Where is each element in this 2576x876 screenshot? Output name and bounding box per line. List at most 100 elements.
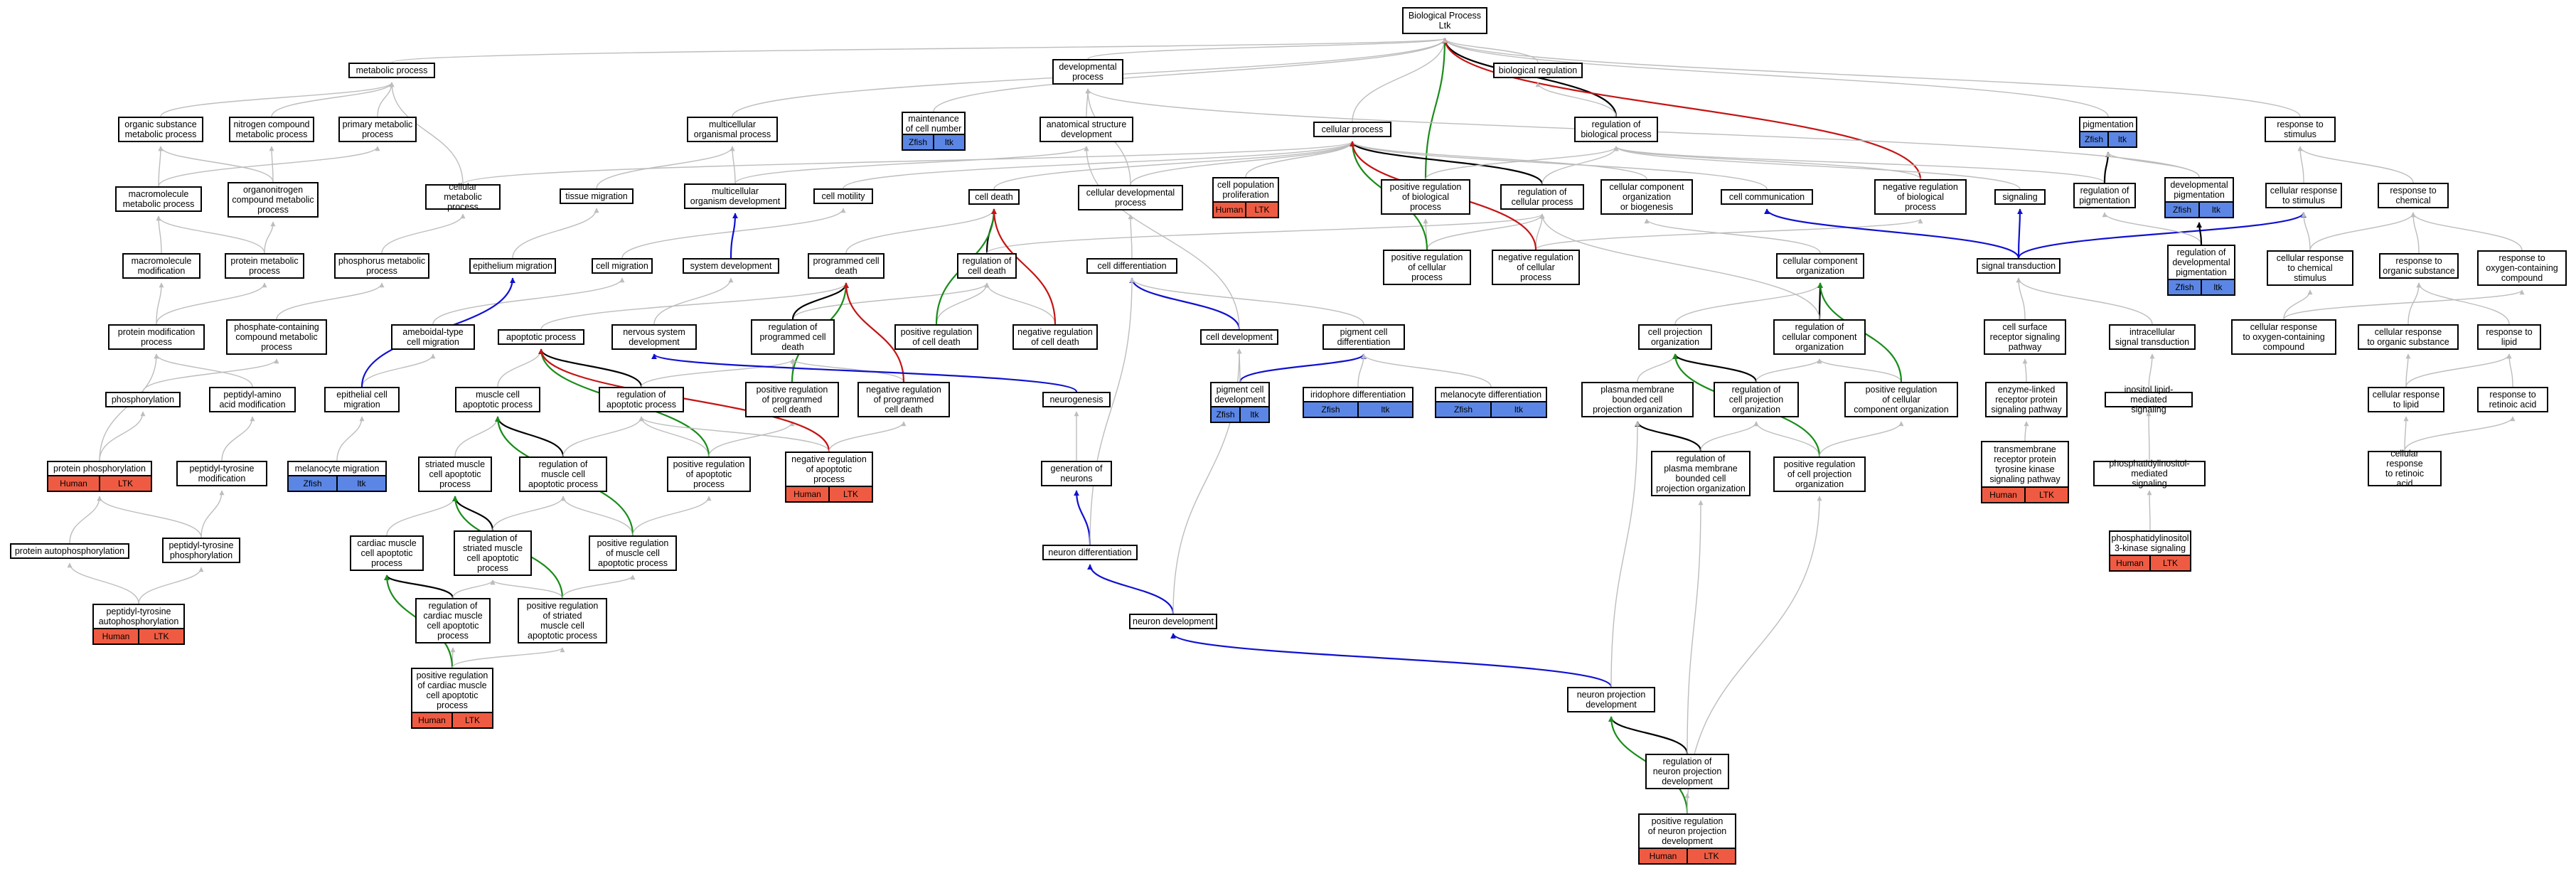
go-term-phosph[interactable]: phosphorylation [105, 392, 181, 407]
go-term-negregbio[interactable]: negative regulation of biological proces… [1874, 179, 1967, 215]
go-term-tissuemig[interactable]: tissue migration [560, 188, 634, 204]
go-term-neurogen[interactable]: neurogenesis [1042, 392, 1111, 407]
go-term-phosmet[interactable]: phosphorus metabolic process [334, 253, 429, 279]
go-term-phoscomp[interactable]: phosphate-containing compound metabolic … [226, 319, 327, 355]
go-term-neurdiff[interactable]: neuron differentiation [1042, 545, 1138, 560]
go-term-peptyrmod[interactable]: peptidyl-tyrosine modification [176, 461, 267, 486]
go-term-maint[interactable]: maintenance of cell number [902, 112, 966, 135]
go-term-pigcelldev[interactable]: pigment cell development [1210, 382, 1270, 407]
go-term-mcap[interactable]: muscle cell apoptotic process [455, 387, 540, 412]
go-term-negregpcd[interactable]: negative regulation of programmed cell d… [857, 382, 950, 417]
go-term-posregmcap[interactable]: positive regulation of muscle cell apopt… [589, 535, 677, 571]
go-term-protphos[interactable]: protein phosphorylation [47, 461, 152, 476]
go-term-posregbio[interactable]: positive regulation of biological proces… [1381, 179, 1470, 215]
go-term-pi3ksig[interactable]: phosphatidylinositol 3-kinase signaling [2109, 530, 2191, 556]
go-term-posregcell[interactable]: positive regulation of cellular process [1383, 250, 1471, 285]
go-term-respretin[interactable]: response to retinoic acid [2477, 387, 2548, 412]
go-term-cellresporg[interactable]: cellular response to organic substance [2358, 324, 2459, 350]
go-term-posregnpd[interactable]: positive regulation of neuron projection… [1638, 813, 1736, 849]
go-term-organo[interactable]: organonitrogen compound metabolic proces… [228, 182, 319, 218]
go-term-pigm[interactable]: pigmentation [2079, 117, 2137, 132]
go-term-resp[interactable]: response to stimulus [2265, 117, 2336, 142]
go-term-anat[interactable]: anatomical structure development [1040, 117, 1133, 142]
go-term-cellpop[interactable]: cell population proliferation [1212, 177, 1279, 203]
go-term-negregap[interactable]: negative regulation of apoptotic process [785, 452, 873, 487]
go-term-cellmot[interactable]: cell motility [813, 188, 873, 204]
go-term-pigcelldiff[interactable]: pigment cell differentiation [1322, 324, 1405, 350]
go-term-regpigm[interactable]: regulation of pigmentation [2073, 183, 2136, 208]
go-term-regcd[interactable]: regulation of cell death [957, 253, 1017, 279]
go-term-intrasig[interactable]: intracellular signal transduction [2109, 324, 2196, 350]
go-term-cellrespchem[interactable]: cellular response to chemical stimulus [2267, 250, 2353, 286]
go-term-cellresp[interactable]: cellular response to stimulus [2265, 183, 2342, 208]
go-term-posregccorg[interactable]: positive regulation of cellular componen… [1844, 382, 1958, 417]
go-term-peptyrphos[interactable]: peptidyl-tyrosine phosphorylation [162, 538, 240, 563]
go-term-npd[interactable]: neuron projection development [1567, 687, 1655, 712]
go-term-pmbcp[interactable]: plasma membrane bounded cell projection … [1581, 382, 1694, 417]
go-term-macro[interactable]: macromolecule metabolic process [115, 186, 202, 212]
go-term-cellmig[interactable]: cell migration [592, 258, 653, 274]
go-term-cellsurf[interactable]: cell surface receptor signaling pathway [1984, 319, 2066, 355]
go-term-bioreg[interactable]: biological regulation [1493, 63, 1583, 78]
go-term-regsmcap[interactable]: regulation of striated muscle cell apopt… [454, 530, 532, 576]
go-term-ameb[interactable]: ameboidal-type cell migration [391, 324, 475, 350]
go-term-enzlinked[interactable]: enzyme-linked receptor protein signaling… [1985, 382, 2068, 417]
go-term-cellmet[interactable]: cellular metabolic process [425, 182, 501, 212]
go-term-nervdev[interactable]: nervous system development [611, 324, 697, 350]
go-term-pcd[interactable]: programmed cell death [808, 253, 885, 279]
go-term-cellrespoxy[interactable]: cellular response to oxygen-containing c… [2231, 319, 2336, 355]
go-term-peptaa[interactable]: peptidyl-amino acid modification [209, 387, 296, 412]
go-term-regcmcap[interactable]: regulation of cardiac muscle cell apopto… [415, 598, 491, 643]
go-term-celldev[interactable]: cell development [1200, 329, 1278, 345]
go-term-devpigm[interactable]: developmental pigmentation [2164, 177, 2234, 203]
go-term-regbio[interactable]: regulation of biological process [1574, 117, 1658, 142]
go-term-neurdev[interactable]: neuron development [1129, 614, 1217, 629]
go-term-regpcd[interactable]: regulation of programmed cell death [751, 319, 835, 355]
go-term-multidev[interactable]: multicellular organism development [684, 183, 786, 209]
go-term-regmcap[interactable]: regulation of muscle cell apoptotic proc… [519, 456, 607, 492]
go-term-posregpcd[interactable]: positive regulation of programmed cell d… [745, 382, 839, 417]
go-term-ccorg[interactable]: cellular component organization [1776, 253, 1864, 279]
go-term-cellproc[interactable]: cellular process [1313, 122, 1391, 137]
go-term-melmig[interactable]: melanocyte migration [287, 461, 387, 476]
go-term-regcellproj[interactable]: regulation of cell projection organizati… [1714, 382, 1799, 417]
go-term-genneur[interactable]: generation of neurons [1041, 461, 1112, 486]
go-term-macromod[interactable]: macromolecule modification [122, 253, 201, 279]
go-term-multi[interactable]: multicellular organismal process [687, 117, 778, 142]
go-term-regnpd[interactable]: regulation of neuron projection developm… [1645, 754, 1729, 789]
go-term-epicellmig[interactable]: epithelial cell migration [324, 387, 400, 412]
go-term-cmcap[interactable]: cardiac muscle cell apoptotic process [350, 535, 424, 571]
go-term-bp[interactable]: Biological Process Ltk [1402, 7, 1487, 34]
go-term-cellcomm[interactable]: cell communication [1721, 189, 1813, 205]
go-term-posregcellproj[interactable]: positive regulation of cell projection o… [1773, 456, 1866, 492]
go-term-irido[interactable]: iridophore differentiation [1303, 387, 1413, 402]
go-term-posregcmcap[interactable]: positive regulation of cardiac muscle ce… [411, 668, 493, 713]
go-term-melano[interactable]: melanocyte differentiation [1435, 387, 1547, 402]
go-term-posregap[interactable]: positive regulation of apoptotic process [667, 456, 751, 492]
go-term-regpmbcp[interactable]: regulation of plasma membrane bounded ce… [1651, 451, 1751, 496]
go-term-cellresplipid[interactable]: cellular response to lipid [2368, 387, 2444, 412]
go-term-celldevproc[interactable]: cellular developmental process [1078, 185, 1183, 210]
go-term-regcell[interactable]: regulation of cellular process [1500, 184, 1584, 210]
go-term-ccorgbio[interactable]: cellular component organization or bioge… [1600, 179, 1693, 215]
go-term-protautophos[interactable]: protein autophosphorylation [10, 543, 129, 559]
go-term-protmet[interactable]: protein metabolic process [225, 253, 304, 279]
go-term-regap[interactable]: regulation of apoptotic process [599, 387, 684, 412]
go-term-resplipid[interactable]: response to lipid [2477, 324, 2541, 350]
go-term-cellrespretin[interactable]: cellular response to retinoic acid [2368, 449, 2442, 488]
go-term-posregcd[interactable]: positive regulation of cell death [894, 324, 978, 350]
go-term-respchem[interactable]: response to chemical [2378, 183, 2449, 208]
go-term-resporgsub[interactable]: response to organic substance [2379, 253, 2459, 279]
go-term-celldiff[interactable]: cell differentiation [1086, 258, 1177, 274]
go-term-cellproj[interactable]: cell projection organization [1638, 324, 1712, 350]
go-term-tmrtk[interactable]: transmembrane receptor protein tyrosine … [1981, 441, 2069, 488]
go-term-celldeath[interactable]: cell death [968, 189, 1020, 205]
go-term-primary[interactable]: primary metabolic process [338, 117, 417, 142]
go-term-regdevpigm[interactable]: regulation of developmental pigmentation [2167, 245, 2235, 280]
go-term-sigtrans[interactable]: signal transduction [1977, 258, 2061, 274]
go-term-epimig[interactable]: epithelium migration [469, 258, 556, 274]
go-term-protmod[interactable]: protein modification process [108, 324, 205, 350]
go-term-peptyrautophos[interactable]: peptidyl-tyrosine autophosphorylation [92, 604, 185, 629]
go-term-regccorg[interactable]: regulation of cellular component organiz… [1773, 319, 1866, 355]
go-term-respoxy[interactable]: response to oxygen-containing compound [2477, 250, 2567, 286]
